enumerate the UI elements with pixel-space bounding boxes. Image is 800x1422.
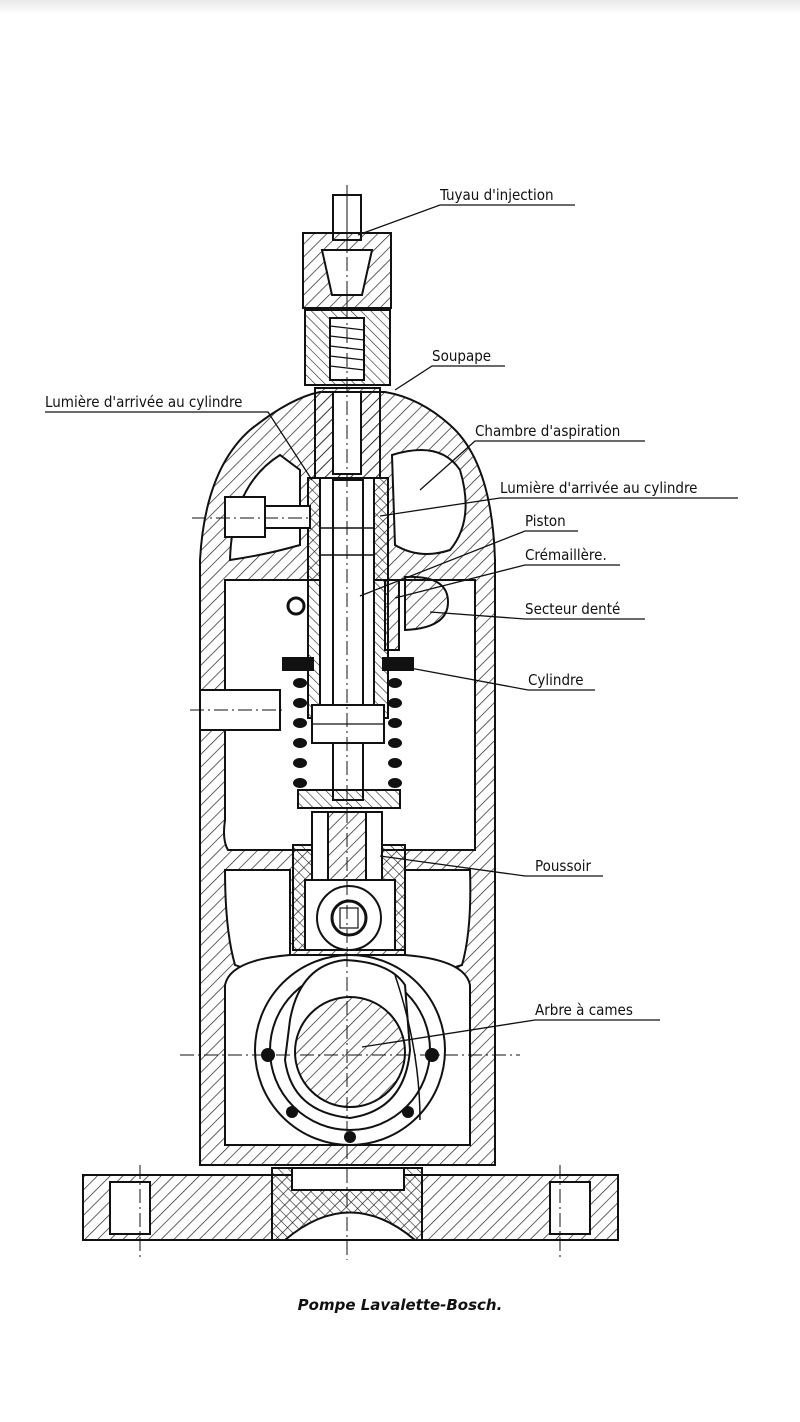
return-spring [293,678,402,788]
camshaft [294,996,406,1108]
label-cylindre: Cylindre [528,671,584,689]
label-poussoir: Poussoir [535,857,591,875]
part-labels: Tuyau d'injection Soupape Lumière d'arri… [45,186,697,1019]
label-arbre-a-cames: Arbre à cames [535,1001,633,1019]
label-chambre-d-aspiration: Chambre d'aspiration [475,422,620,440]
adjusting-screw [224,496,266,538]
label-lumiere-left: Lumière d'arrivée au cylindre [45,393,242,411]
label-tuyau-d-injection: Tuyau d'injection [439,186,554,204]
label-secteur-dente: Secteur denté [525,600,620,618]
piston [332,479,364,801]
leader-lines [45,204,738,1048]
label-lumiere-right: Lumière d'arrivée au cylindre [500,479,697,497]
label-piston: Piston [525,512,566,530]
figure-caption: Pompe Lavalette-Bosch. [297,1296,503,1314]
toothed-sector [404,575,450,632]
label-soupape: Soupape [432,347,491,365]
tappet-roller [316,885,382,951]
control-rack [384,579,400,651]
label-cremaillere: Crémaillère. [525,546,607,564]
suction-chamber [390,449,467,555]
